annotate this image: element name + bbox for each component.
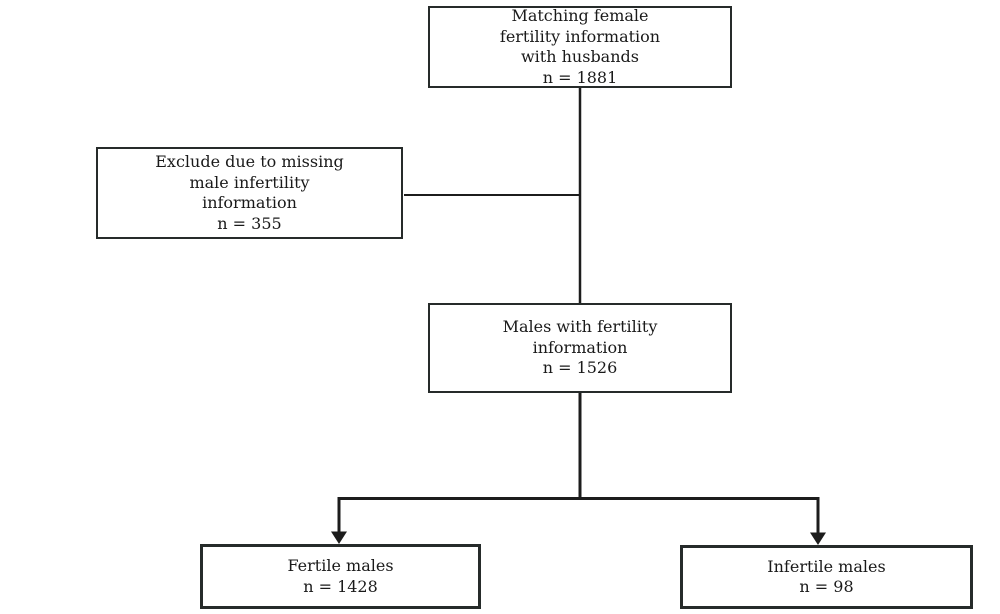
node-males-with-info-count: n = 1526 [542, 358, 618, 378]
node-matching-female: Matching female fertility information wi… [428, 6, 732, 88]
node-exclude-missing-count: n = 355 [217, 213, 282, 233]
node-fertile-males: Fertile males n = 1428 [200, 544, 481, 609]
node-infertile-males: Infertile males n = 98 [680, 545, 973, 609]
node-males-with-info: Males with fertility information n = 152… [428, 303, 732, 393]
node-infertile-males-count: n = 98 [799, 577, 854, 596]
node-males-with-info-label: Males with fertility information [502, 317, 658, 357]
arrowhead-left [331, 531, 347, 544]
node-fertile-males-label: Fertile males [287, 556, 394, 575]
arrowhead-right [810, 532, 826, 545]
node-exclude-missing: Exclude due to missing male infertility … [96, 147, 403, 239]
node-exclude-missing-label: Exclude due to missing male infertility … [155, 152, 344, 212]
node-matching-female-count: n = 1881 [542, 67, 618, 87]
node-matching-female-label: Matching female fertility information wi… [499, 6, 661, 66]
node-fertile-males-count: n = 1428 [303, 576, 378, 596]
node-infertile-males-label: Infertile males [767, 556, 886, 576]
